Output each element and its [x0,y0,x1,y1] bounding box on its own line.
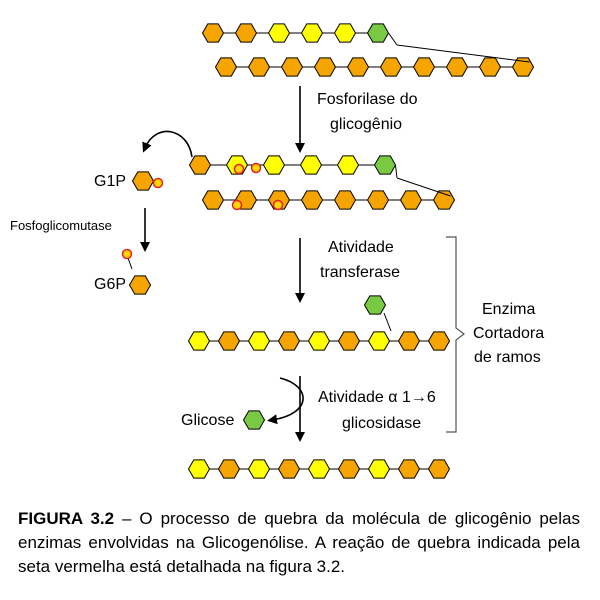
branch-link [396,44,530,63]
g6p-label: G6P [94,276,126,293]
step3-label-line1: Atividade α 1→6 [318,389,436,406]
glucose-unit [267,23,291,43]
glucose-unit [445,57,469,77]
glucose-unit [300,23,324,43]
glucose-unit [247,459,271,479]
glucose-unit [280,57,304,77]
glucose-unit [333,190,357,210]
step2-label-line1: Atividade [328,239,394,256]
phosphate-group [233,163,245,175]
glucose-unit [366,190,390,210]
enzyme-label-line2: Cortadora [473,325,544,342]
glucose-unit [367,459,391,479]
glucose-unit [247,331,271,351]
glucose-unit [188,155,212,175]
glucose-unit [201,23,225,43]
glucose-unit-terminal [363,295,387,315]
enzyme-label-line3: de ramos [474,349,541,366]
figure-label: FIGURA 3.2 [18,509,115,528]
glucose-unit [131,171,155,191]
glucose-unit [367,331,391,351]
glucose-unit [247,57,271,77]
curved-arrow-icon [142,130,193,158]
glucose-unit [397,331,421,351]
glucose-unit [412,57,436,77]
glucose-unit [336,155,360,175]
phosphate-group [152,177,164,189]
glucose-unit [300,190,324,210]
glucose-unit [337,331,361,351]
glucose-unit [299,155,323,175]
phosphate-bond [127,257,133,270]
step1-label-line1: Fosforilase do [317,91,418,108]
glucose-unit [128,275,152,295]
mutase-label: Fosfoglicomutase [10,218,112,233]
branch-link [388,32,398,46]
glucose-unit [262,155,286,175]
g1p-label: G1P [94,173,126,190]
glucose-unit [333,23,357,43]
glucose-unit [217,331,241,351]
glycogen-molecules [121,23,535,479]
glucose-unit [313,57,337,77]
glucose-label: Glicose [181,412,234,429]
glycogen-breakdown-diagram: Fosforilase do glicogênio G1P Fosfoglico… [10,23,544,479]
glucose-unit [201,190,225,210]
glucose-unit [277,459,301,479]
glucose-unit-terminal [242,410,266,430]
glucose-unit [214,57,238,77]
branch-link [395,164,398,179]
step3-label-line2: glicosidase [342,415,421,432]
step2-label-line2: transferase [320,264,400,281]
phosphate-group [250,162,262,174]
glucose-unit [187,331,211,351]
enzyme-label-line1: Enzima [482,301,535,318]
phosphate-group [272,199,284,211]
branch-link [383,312,392,332]
glucose-unit [187,459,211,479]
glucose-unit [399,190,423,210]
caption-text: – O processo de quebra da molécula de gl… [18,509,580,576]
glucose-unit [307,459,331,479]
glucose-unit-terminal [366,23,390,43]
enzyme-bracket [446,236,465,433]
glucose-unit [379,57,403,77]
step1-label-line2: glicogênio [330,116,402,133]
glucose-unit [511,57,535,77]
release-curved-arrow-icon [267,377,304,425]
glucose-unit [397,459,421,479]
glucose-unit [337,459,361,479]
glucose-unit [307,331,331,351]
glucose-unit [346,57,370,77]
glucose-unit [277,331,301,351]
glucose-unit [427,459,451,479]
phosphate-group [231,199,243,211]
glucose-unit [478,57,502,77]
glucose-unit [234,23,258,43]
branch-link [396,177,451,197]
figure-caption: FIGURA 3.2 – O processo de quebra da mol… [18,507,580,579]
glucose-unit-terminal [373,155,397,175]
glucose-unit [217,459,241,479]
glucose-unit [427,331,451,351]
phosphate-group [121,248,133,260]
